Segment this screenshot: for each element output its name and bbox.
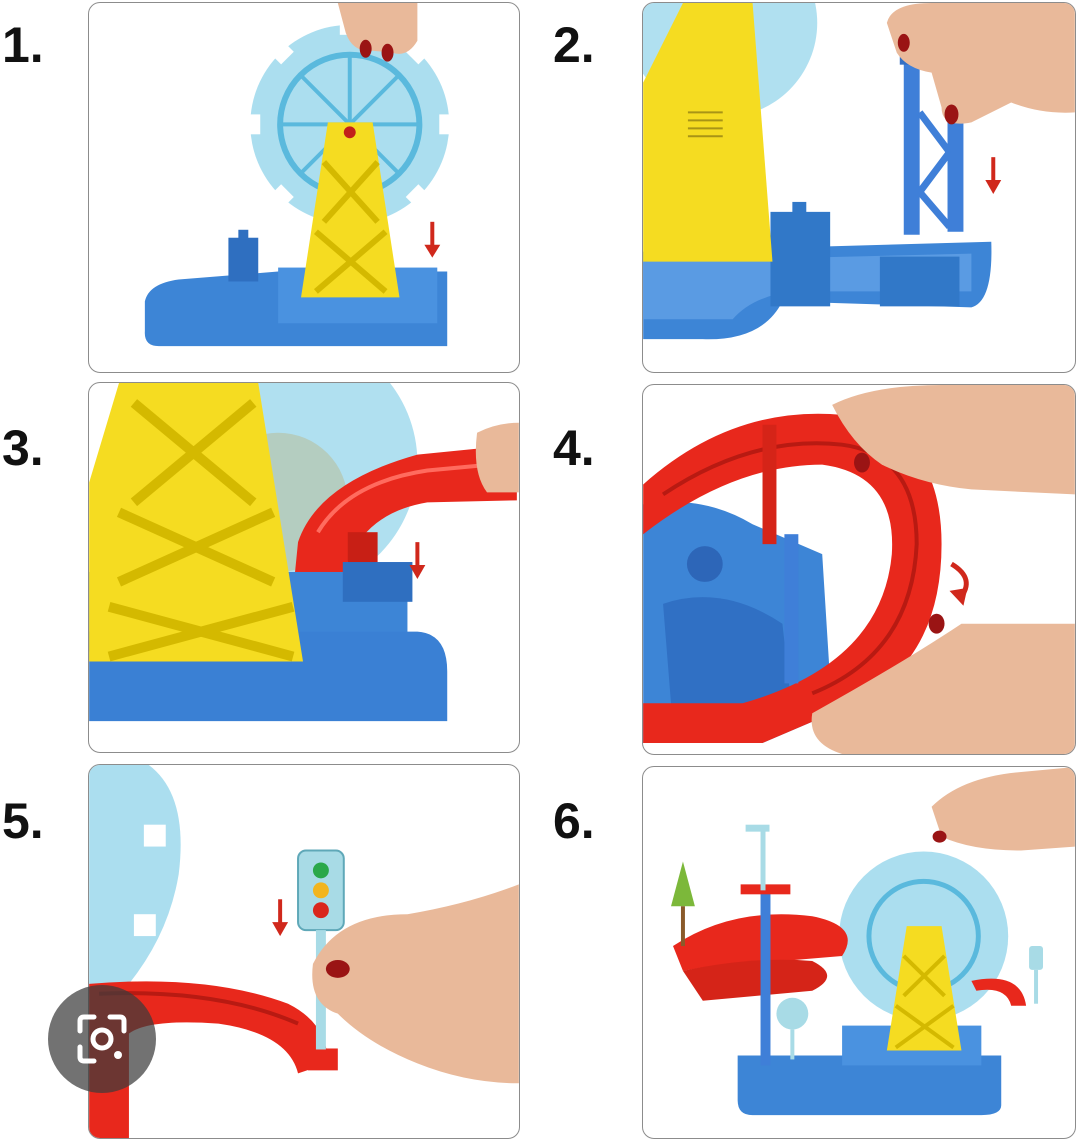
step-3-photo <box>88 382 520 753</box>
tree <box>671 861 695 947</box>
down-arrow-icon <box>409 542 426 579</box>
step-4-illustration <box>643 385 1075 754</box>
hand <box>886 3 1075 125</box>
lens-search-button[interactable] <box>48 985 156 1093</box>
step-number-1: 1. <box>2 17 44 73</box>
step-5-photo <box>88 764 520 1139</box>
yellow-tower <box>89 383 304 662</box>
blue-support-piece <box>740 884 791 1066</box>
step-number-2: 2. <box>553 17 595 73</box>
yellow-tower <box>886 926 962 1051</box>
down-arrow-icon <box>272 899 289 937</box>
step-3-illustration <box>89 383 519 722</box>
down-arrow-icon <box>424 221 441 258</box>
rotate-arrow-icon <box>949 561 969 606</box>
street-lamp <box>745 824 770 891</box>
lens-camera-icon <box>77 1014 127 1064</box>
step-4-photo <box>642 384 1076 755</box>
toy-base <box>643 201 992 340</box>
step-2-illustration <box>643 3 1075 340</box>
sign <box>776 997 809 1060</box>
step-2-photo <box>642 2 1076 373</box>
traffic-light <box>1029 946 1044 1004</box>
red-track <box>673 914 1027 1006</box>
hand <box>475 422 519 493</box>
hand <box>811 385 1075 754</box>
hand <box>931 767 1075 851</box>
step-5-illustration <box>89 765 519 1138</box>
hand <box>312 884 519 1084</box>
toy-base <box>144 229 448 347</box>
step-number-5: 5. <box>2 793 44 849</box>
ferris-wheel <box>89 765 181 994</box>
step-number-4: 4. <box>553 420 595 476</box>
red-track <box>643 413 942 744</box>
step-1-photo <box>88 2 520 373</box>
yellow-tower <box>643 3 773 262</box>
step-6-photo <box>642 766 1076 1139</box>
step-number-3: 3. <box>2 420 44 476</box>
step-1-illustration <box>144 3 458 347</box>
blue-support-piece <box>762 424 799 684</box>
yellow-tower <box>301 122 400 298</box>
step-number-6: 6. <box>553 793 595 849</box>
down-arrow-icon <box>985 157 1002 194</box>
hand <box>337 3 418 62</box>
toy-base <box>737 1025 1002 1116</box>
step-6-illustration <box>671 767 1075 1116</box>
